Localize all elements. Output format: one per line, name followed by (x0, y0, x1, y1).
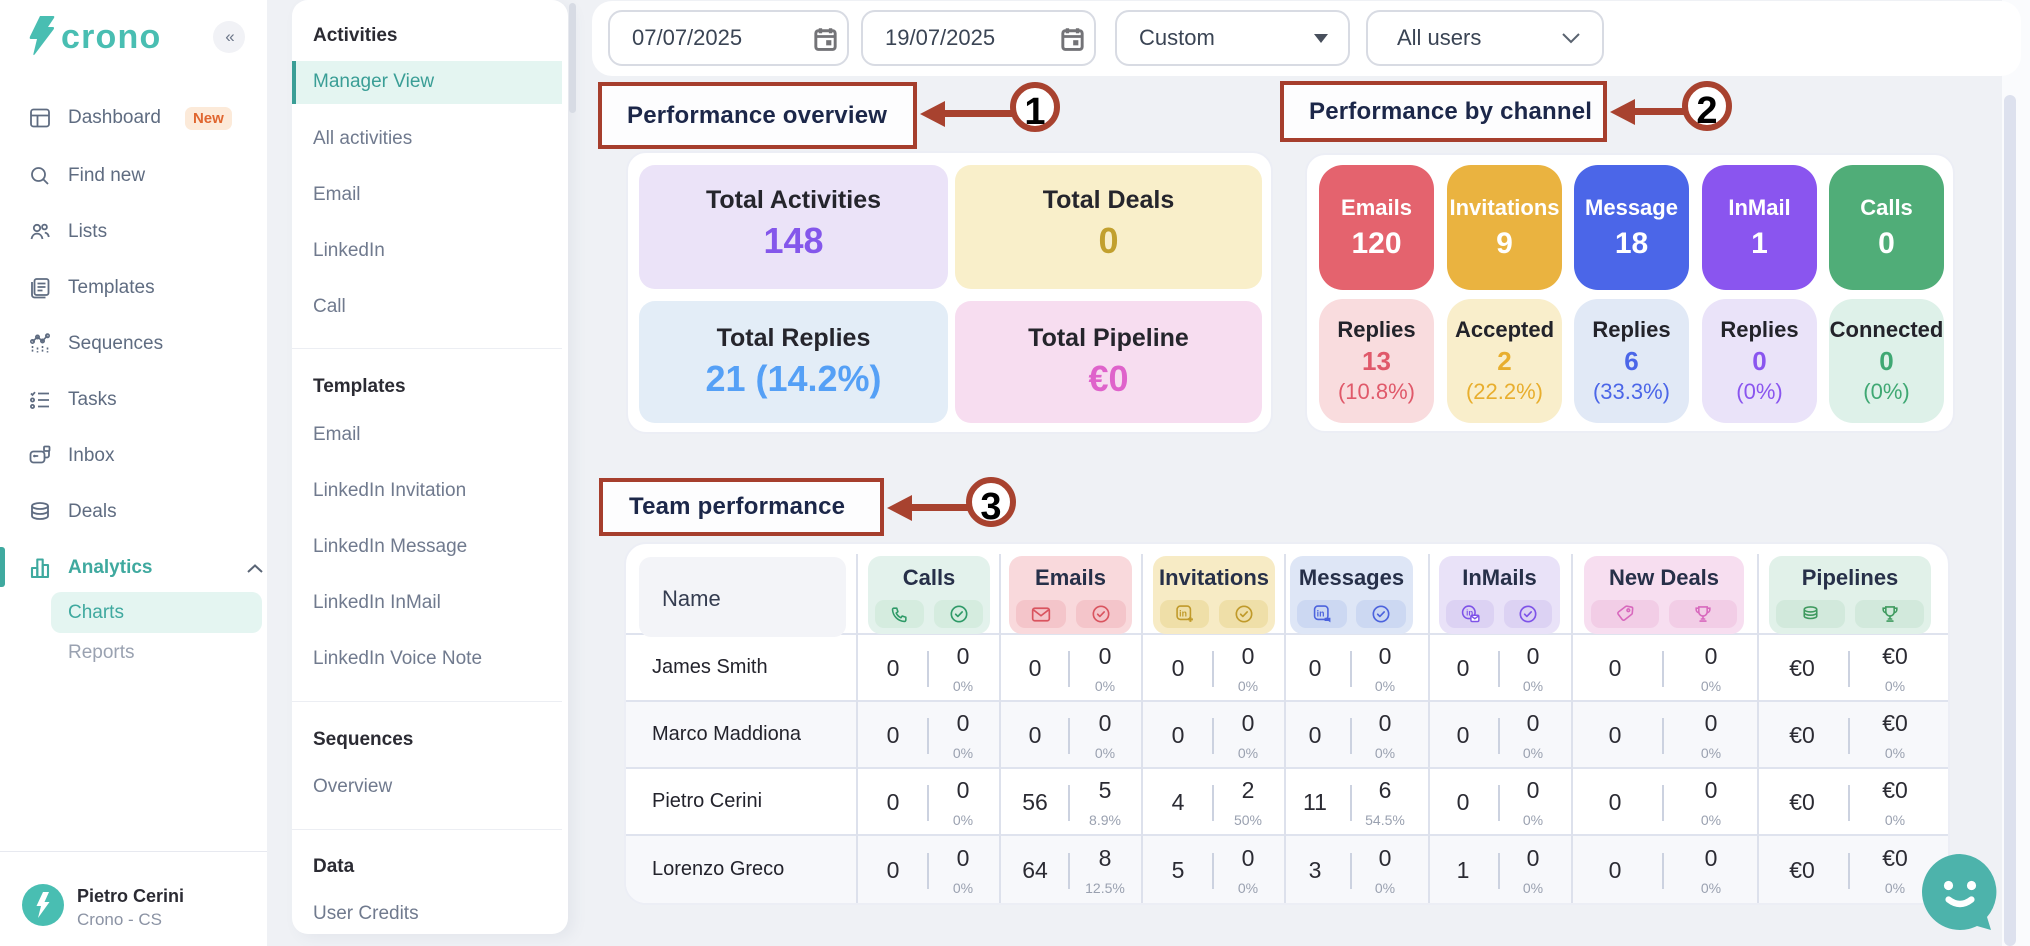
svg-text:in: in (1466, 608, 1473, 617)
svg-text:in: in (1316, 609, 1324, 619)
svg-text:in: in (1179, 609, 1187, 619)
svg-text:crono: crono (61, 18, 161, 56)
